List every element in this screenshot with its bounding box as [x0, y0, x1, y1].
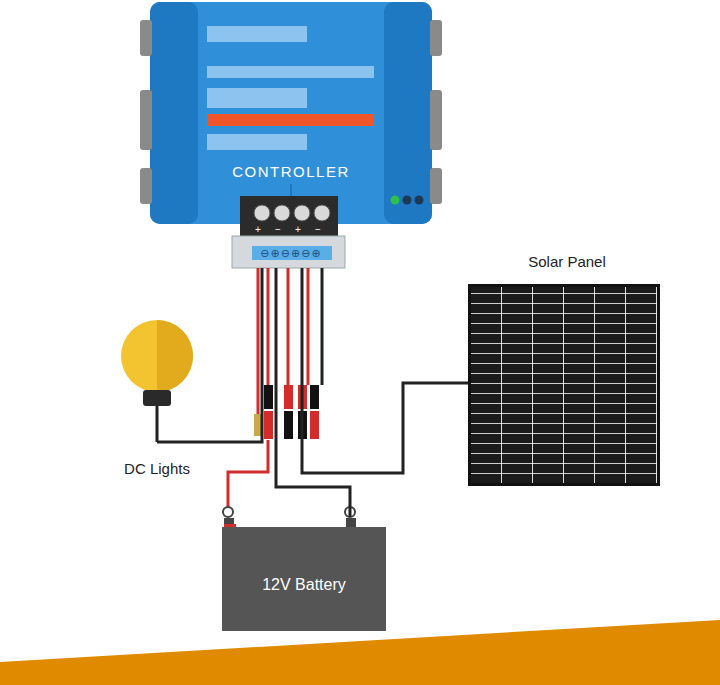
controller-side: [384, 2, 432, 224]
terminal-block: [240, 196, 338, 236]
mount-tab: [430, 90, 442, 150]
connector-housing: [232, 236, 345, 268]
plugs: [254, 385, 319, 439]
mount-tab: [430, 20, 442, 56]
battery-lug: [223, 507, 233, 517]
terminal-polarity: −: [315, 225, 321, 235]
bulb-base: [143, 390, 171, 406]
solar-panel-label: Solar Panel: [528, 254, 606, 271]
display-bar: [207, 134, 307, 150]
mount-tab: [140, 20, 152, 56]
controller-label: CONTROLLER: [232, 164, 350, 181]
bulb-glass: [121, 320, 193, 392]
terminal-polarity: +: [255, 225, 261, 235]
controller-body: [150, 2, 432, 224]
dc-lights-node: DC Lights: [96, 318, 218, 482]
bulb-lead: [156, 406, 159, 442]
display-bar: [207, 26, 307, 42]
solar-panel-body: [468, 284, 660, 486]
display-bar: [207, 114, 374, 126]
terminal-symbols: ⊖⊕⊖⊕⊖⊕: [260, 248, 321, 258]
battery-node: 12V Battery: [222, 527, 386, 631]
divider: [290, 184, 292, 196]
status-led: [415, 196, 424, 205]
mount-tab: [140, 168, 152, 204]
wire-connector: [276, 268, 350, 517]
mount-tab: [140, 90, 152, 150]
display-bar: [207, 88, 307, 108]
wire-connector: [157, 268, 262, 442]
bulb-shade: [157, 320, 193, 392]
status-led: [391, 196, 400, 205]
battery-label: 12V Battery: [262, 576, 346, 594]
solar-panel-node: Solar Panel: [466, 250, 662, 488]
wire-connector: [302, 268, 468, 473]
terminal-polarity: +: [295, 225, 301, 235]
controller-node: CONTROLLER: [150, 2, 432, 268]
terminal-polarity: −: [275, 225, 281, 235]
display-bar: [207, 66, 374, 78]
terminal-screws: [254, 205, 330, 221]
dc-lights-label: DC Lights: [124, 461, 190, 478]
mount-tab: [430, 168, 442, 204]
connector-strip: [252, 246, 332, 260]
status-led: [403, 196, 412, 205]
controller-side: [150, 2, 198, 224]
